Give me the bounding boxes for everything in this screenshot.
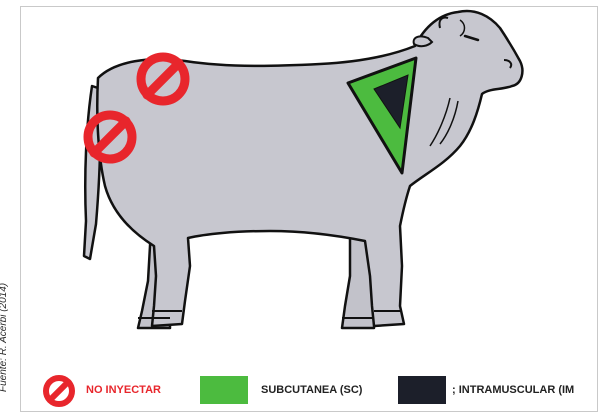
- legend-item-intramuscular: ; INTRAMUSCULAR (IM: [398, 372, 598, 410]
- dark-swatch: [398, 376, 446, 404]
- legend-item-subcutaneous: SUBCUTANEA (SC): [200, 372, 400, 410]
- legend-label-no-inject: NO INYECTAR: [86, 384, 161, 396]
- legend: NO INYECTAR SUBCUTANEA (SC) ; INTRAMUSCU…: [20, 372, 598, 410]
- legend-item-no-inject: NO INYECTAR: [40, 372, 210, 410]
- source-credit: Fuente: R. Acerbi (2014): [0, 283, 9, 392]
- cow-diagram: [20, 6, 598, 356]
- no-entry-icon: [40, 372, 78, 410]
- green-swatch: [200, 376, 248, 404]
- legend-label-intramuscular: ; INTRAMUSCULAR (IM: [452, 384, 574, 396]
- legend-label-subcutaneous: SUBCUTANEA (SC): [261, 384, 362, 396]
